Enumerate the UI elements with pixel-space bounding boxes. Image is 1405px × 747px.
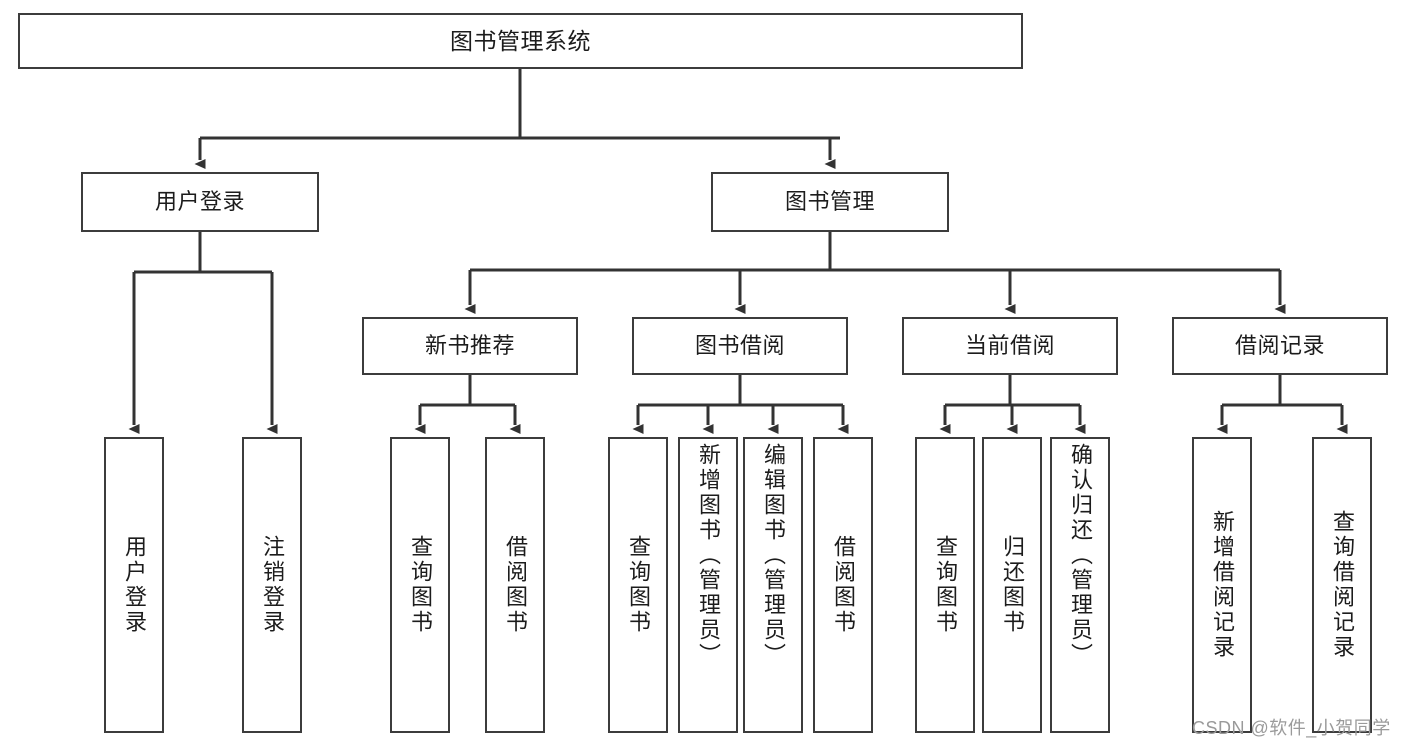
node-new-book-recommend[interactable]: 新书推荐 [362,317,578,375]
node-leaf-query-book-3-label: 查询图书 [933,535,958,635]
node-leaf-query-book-2-label: 查询图书 [626,535,651,635]
node-leaf-query-book-3[interactable]: 查询图书 [915,437,975,733]
node-leaf-add-record-label: 新增借阅记录 [1210,510,1235,660]
node-leaf-return-book-label: 归还图书 [1000,535,1025,635]
node-root[interactable]: 图书管理系统 [18,13,1023,69]
node-leaf-user-login-label: 用户登录 [122,535,147,635]
node-book-borrow[interactable]: 图书借阅 [632,317,848,375]
node-leaf-query-book-2[interactable]: 查询图书 [608,437,668,733]
node-borrow-record-label: 借阅记录 [1234,333,1325,359]
node-leaf-add-book[interactable]: 新增图书（管理员） [678,437,738,733]
node-leaf-query-record[interactable]: 查询借阅记录 [1312,437,1372,733]
node-leaf-edit-book-label: 编辑图书（管理员） [761,443,786,668]
node-root-label: 图书管理系统 [450,27,591,54]
node-leaf-query-book-1[interactable]: 查询图书 [390,437,450,733]
node-leaf-query-record-label: 查询借阅记录 [1330,510,1355,660]
node-user-login-label: 用户登录 [154,189,245,215]
node-leaf-return-book[interactable]: 归还图书 [982,437,1042,733]
node-book-management[interactable]: 图书管理 [711,172,949,232]
csdn-watermark: CSDN @软件_小贺同学 [1192,718,1391,738]
node-leaf-confirm-return-label: 确认归还（管理员） [1068,443,1093,668]
node-leaf-borrow-book-2-label: 借阅图书 [831,535,856,635]
node-borrow-record[interactable]: 借阅记录 [1172,317,1388,375]
node-user-login[interactable]: 用户登录 [81,172,319,232]
node-leaf-borrow-book-1[interactable]: 借阅图书 [485,437,545,733]
node-leaf-query-book-1-label: 查询图书 [408,535,433,635]
node-leaf-edit-book[interactable]: 编辑图书（管理员） [743,437,803,733]
node-leaf-user-logout-label: 注销登录 [260,535,285,635]
node-leaf-user-logout[interactable]: 注销登录 [242,437,302,733]
node-leaf-borrow-book-1-label: 借阅图书 [503,535,528,635]
node-current-borrow-label: 当前借阅 [964,333,1055,359]
node-leaf-add-record[interactable]: 新增借阅记录 [1192,437,1252,733]
node-book-borrow-label: 图书借阅 [694,333,785,359]
node-current-borrow[interactable]: 当前借阅 [902,317,1118,375]
node-book-management-label: 图书管理 [784,189,875,215]
node-new-book-recommend-label: 新书推荐 [424,333,515,359]
node-leaf-add-book-label: 新增图书（管理员） [696,443,721,668]
node-leaf-user-login[interactable]: 用户登录 [104,437,164,733]
node-leaf-confirm-return[interactable]: 确认归还（管理员） [1050,437,1110,733]
node-leaf-borrow-book-2[interactable]: 借阅图书 [813,437,873,733]
